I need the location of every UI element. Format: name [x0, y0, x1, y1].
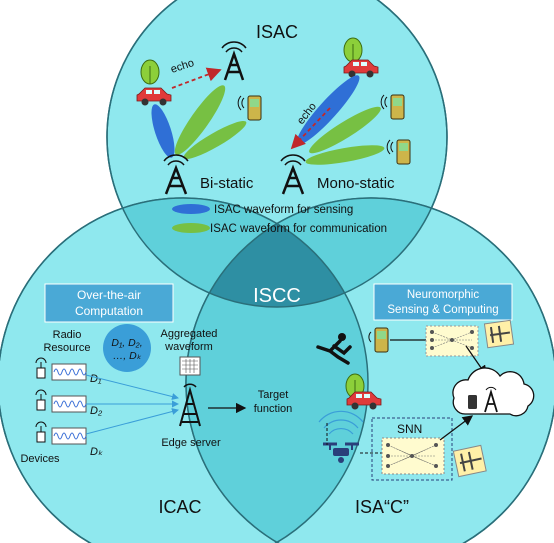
- dataset-bubble-line1: D₁, D₂,: [111, 337, 142, 349]
- sensing-beam-bistatic: [151, 104, 175, 158]
- cloud-phone-icon: [468, 395, 477, 409]
- legend-comm-swatch: [172, 223, 210, 233]
- echo-arrow-right: [290, 107, 331, 150]
- bs-tower-mono: [280, 154, 306, 195]
- edge-server-tower: [179, 383, 201, 427]
- aggregated-waveform-line1: Aggregated: [161, 328, 218, 340]
- phone-icon-mono-2: [386, 139, 411, 165]
- target-function-line2: function: [254, 403, 293, 415]
- iscc-center-region: [186, 198, 368, 307]
- devices-label: Devices: [20, 453, 60, 465]
- waveform-box-k: [51, 427, 87, 445]
- snn-label: SNN: [397, 422, 422, 436]
- aggregated-waveform-box: [179, 356, 201, 376]
- comm-beam-mono-2: [305, 145, 385, 165]
- dataset-bubble: [103, 324, 151, 372]
- dataset-bubble-line2: …, Dₖ: [113, 350, 142, 362]
- phone-icon-mono-1: [380, 94, 405, 120]
- radio-resource-line2: Resource: [43, 342, 90, 354]
- phone-icon-bistatic: [237, 95, 262, 121]
- comm-beam-bistatic-1: [174, 85, 226, 155]
- radio-resource-line1: Radio: [53, 329, 82, 341]
- tree-icon-left: [140, 59, 160, 85]
- device-icon-1: [35, 357, 47, 379]
- bistatic-label: Bi-static: [200, 175, 254, 192]
- iscc-title: ISCC: [253, 285, 301, 307]
- target-function-line1: Target: [258, 389, 289, 401]
- device-icon-k: [35, 421, 47, 443]
- waveform-box-2: [51, 395, 87, 413]
- legend-sensing-swatch: [172, 204, 210, 214]
- legend-comm-label: ISAC waveform for communication: [210, 223, 387, 235]
- echo-arrow-left: [171, 67, 222, 89]
- falling-person-icon: [316, 333, 352, 365]
- ota-title-line1: Over-the-air: [77, 288, 141, 302]
- d1-label: D₁: [90, 373, 102, 385]
- monostatic-label: Mono-static: [317, 175, 395, 192]
- comm-beam-mono-1: [309, 106, 381, 154]
- car-icon-right: [343, 59, 379, 78]
- uplink-arrow-k: [85, 408, 179, 435]
- neuromorphic-title-line2: Sensing & Computing: [387, 304, 498, 316]
- cloud-tower-icon: [484, 386, 498, 413]
- car-icon-lower: [346, 391, 382, 410]
- legend-sensing-label: ISAC waveform for sensing: [214, 204, 353, 216]
- snn-bottom-arrow: [439, 415, 474, 441]
- bs-tower-bistatic: [163, 154, 189, 195]
- aggregated-waveform-line2: waveform: [164, 341, 213, 353]
- ota-title-box: [44, 283, 174, 323]
- d2-label: D₂: [90, 405, 103, 417]
- chip-icon-bottom: [452, 444, 487, 478]
- edge-server-label: Edge server: [161, 437, 221, 449]
- phone-icon-neuro: [368, 327, 389, 353]
- chip-icon-top: [483, 319, 515, 349]
- uplink-arrow-1: [85, 374, 179, 400]
- dk-label: Dₖ: [90, 446, 103, 458]
- snn-graph-bottom: [381, 437, 445, 475]
- isac-title: ISAC: [256, 22, 298, 42]
- ota-title-line2: Computation: [75, 304, 143, 318]
- device-icon-2: [35, 389, 47, 411]
- isa-c-title: ISA“C”: [355, 497, 409, 517]
- neuromorphic-title-line1: Neuromorphic: [407, 289, 479, 301]
- bs-tower-receiver: [221, 41, 247, 81]
- waveform-box-1: [51, 363, 87, 381]
- tree-icon-right: [343, 37, 363, 63]
- comm-beam-bistatic-2: [183, 121, 247, 159]
- neuromorphic-title-box: [373, 283, 513, 321]
- car-icon-left: [136, 87, 172, 106]
- snn-dashed-box: [371, 417, 453, 481]
- drone-icon: [323, 442, 359, 463]
- icac-title: ICAC: [158, 497, 201, 517]
